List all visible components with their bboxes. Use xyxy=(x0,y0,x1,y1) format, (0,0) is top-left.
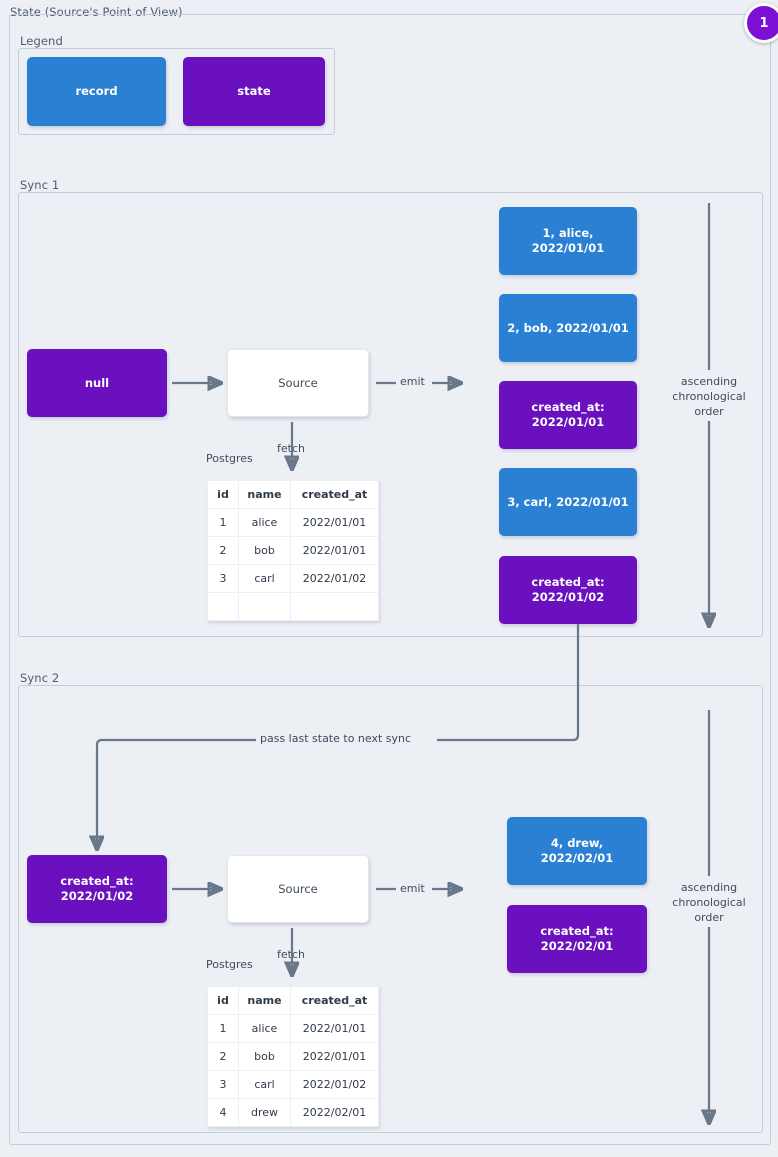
cell-created-at: 2022/01/02 xyxy=(290,1070,379,1099)
col-created-at: created_at xyxy=(290,986,379,1015)
col-name: name xyxy=(238,986,291,1015)
node-line: 4, drew, 2022/02/01 xyxy=(540,836,614,865)
sync2-emitted-state-1: created_at: 2022/02/01 xyxy=(507,905,647,973)
sync2-frame xyxy=(18,685,763,1133)
sync1-order-label: ascending chronological order xyxy=(672,375,746,418)
cell-created-at xyxy=(290,592,379,621)
cell-id: 2 xyxy=(207,536,239,565)
cell-created-at: 2022/02/01 xyxy=(290,1098,379,1127)
cell-name: alice xyxy=(238,1014,291,1043)
cell-created-at: 2022/01/01 xyxy=(290,1042,379,1071)
table-row: 1 alice 2022/01/01 xyxy=(207,1014,379,1043)
step-badge[interactable]: 1 xyxy=(744,3,778,43)
sync1-emitted-record-3: 3, carl, 2022/01/01 xyxy=(499,468,637,536)
node-line: created_at: xyxy=(540,924,614,938)
sync1-emitted-record-1: 1, alice, 2022/01/01 xyxy=(499,207,637,275)
sync1-emitted-state-2: created_at: 2022/01/02 xyxy=(499,556,637,624)
cell-created-at: 2022/01/01 xyxy=(290,1014,379,1043)
sync2-order-label: ascending chronological order xyxy=(672,881,746,924)
step-badge-number: 1 xyxy=(759,15,769,31)
legend-title: Legend xyxy=(20,34,63,48)
sync2-source-label: Source xyxy=(278,881,318,896)
sync1-db-label: Postgres xyxy=(206,452,253,465)
cell-created-at: 2022/01/01 xyxy=(290,536,379,565)
legend-frame xyxy=(18,48,335,135)
node-line: 1, alice, 2022/01/01 xyxy=(531,226,605,255)
cell-name: alice xyxy=(238,508,291,537)
cell-id: 4 xyxy=(207,1098,239,1127)
table-header-row: id name created_at xyxy=(207,986,379,1015)
node-line: 3, carl, 2022/01/01 xyxy=(507,494,629,509)
sync1-postgres-table: id name created_at 1 alice 2022/01/01 2 … xyxy=(207,480,379,621)
table-row: 3 carl 2022/01/02 xyxy=(207,564,379,593)
table-row: 1 alice 2022/01/01 xyxy=(207,508,379,537)
col-id: id xyxy=(207,986,239,1015)
node-line: 2022/01/01 xyxy=(531,415,605,429)
cell-id: 2 xyxy=(207,1042,239,1071)
node-line: created_at: xyxy=(60,874,134,888)
table-row: 4 drew 2022/02/01 xyxy=(207,1098,379,1127)
page-title: State (Source's Point of View) xyxy=(10,5,183,19)
cell-id: 1 xyxy=(207,508,239,537)
sync1-emitted-state-1: created_at: 2022/01/01 xyxy=(499,381,637,449)
node-line: created_at: xyxy=(531,575,605,589)
table-row: 3 carl 2022/01/02 xyxy=(207,1070,379,1099)
cell-id: 1 xyxy=(207,1014,239,1043)
cell-id: 3 xyxy=(207,1070,239,1099)
sync2-fetch-label: fetch xyxy=(277,948,305,961)
cell-created-at: 2022/01/01 xyxy=(290,508,379,537)
col-id: id xyxy=(207,480,239,509)
sync1-title: Sync 1 xyxy=(20,178,60,192)
sync2-db-label: Postgres xyxy=(206,958,253,971)
legend-label-state: state xyxy=(237,84,271,98)
node-line: 2022/01/02 xyxy=(531,590,605,604)
cell-name: carl xyxy=(238,1070,291,1099)
sync1-emit-label: emit xyxy=(400,375,425,388)
table-row-empty xyxy=(207,592,379,621)
sync1-fetch-label: fetch xyxy=(277,442,305,455)
sync1-emitted-record-2: 2, bob, 2022/01/01 xyxy=(499,294,637,362)
sync2-emit-label: emit xyxy=(400,882,425,895)
sync1-state-input: null xyxy=(27,349,167,417)
col-name: name xyxy=(238,480,291,509)
table-row: 2 bob 2022/01/01 xyxy=(207,1042,379,1071)
cell-name: drew xyxy=(238,1098,291,1127)
sync1-state-input-label: null xyxy=(84,375,110,390)
cell-name: carl xyxy=(238,564,291,593)
col-created-at: created_at xyxy=(290,480,379,509)
legend-label-record: record xyxy=(75,84,118,98)
cell-created-at: 2022/01/02 xyxy=(290,564,379,593)
sync2-title: Sync 2 xyxy=(20,671,60,685)
table-row: 2 bob 2022/01/01 xyxy=(207,536,379,565)
cell-name: bob xyxy=(238,536,291,565)
cell-id xyxy=(207,592,239,621)
cell-name xyxy=(238,592,291,621)
node-line: 2022/01/02 xyxy=(60,889,134,903)
sync1-source-node: Source xyxy=(227,349,369,417)
sync2-state-input: created_at: 2022/01/02 xyxy=(27,855,167,923)
node-line: 2, bob, 2022/01/01 xyxy=(507,320,629,335)
sync2-source-node: Source xyxy=(227,855,369,923)
sync1-source-label: Source xyxy=(278,375,318,390)
cell-name: bob xyxy=(238,1042,291,1071)
node-line: 2022/02/01 xyxy=(540,939,614,953)
sync2-postgres-table: id name created_at 1 alice 2022/01/01 2 … xyxy=(207,986,379,1127)
sync1-frame xyxy=(18,192,763,637)
pass-state-label: pass last state to next sync xyxy=(260,732,412,745)
root-frame xyxy=(9,14,771,1145)
sync2-emitted-record-1: 4, drew, 2022/02/01 xyxy=(507,817,647,885)
table-header-row: id name created_at xyxy=(207,480,379,509)
cell-id: 3 xyxy=(207,564,239,593)
legend-swatch-state: state xyxy=(183,57,325,126)
node-line: created_at: xyxy=(531,400,605,414)
legend-swatch-record: record xyxy=(27,57,166,126)
